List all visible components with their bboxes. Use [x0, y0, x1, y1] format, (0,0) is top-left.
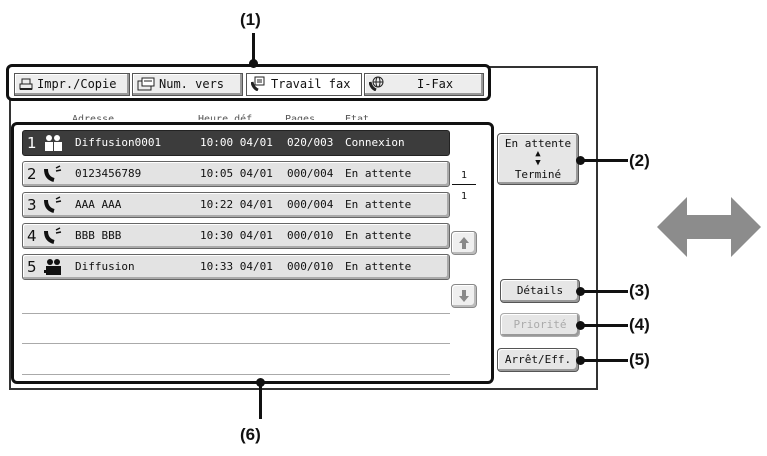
page-total: 1	[460, 191, 468, 202]
job-time: 10:33 04/01	[200, 260, 273, 273]
empty-row-divider	[22, 313, 450, 314]
details-button[interactable]: Détails	[500, 279, 580, 303]
leader-dot-4	[576, 321, 585, 330]
job-status: En attente	[345, 198, 412, 211]
job-row[interactable]: 4 BBB BBB 10:30 04/01 000/010 En attente	[22, 223, 450, 249]
scan-icon	[137, 77, 155, 91]
leader-dot-3	[576, 287, 585, 296]
page-divider	[452, 184, 476, 185]
job-pages: 000/004	[287, 198, 334, 211]
job-number: 1	[27, 134, 37, 152]
job-time: 10:00 04/01	[200, 136, 273, 149]
leader-line-1	[252, 33, 255, 63]
fax-icon	[250, 76, 265, 92]
column-header-pages: Pages	[285, 114, 316, 120]
job-time: 10:05 04/01	[200, 167, 273, 180]
fax-icon	[43, 196, 63, 223]
tab-scan-send[interactable]: Num. vers	[132, 73, 243, 96]
callout-6: (6)	[240, 425, 261, 444]
leader-line-6	[259, 382, 262, 419]
tab-print-copy[interactable]: Impr./Copie	[14, 73, 130, 96]
empty-row-divider	[22, 343, 450, 344]
arrow-down-icon	[459, 290, 469, 302]
internet-fax-icon	[368, 76, 384, 92]
leader-line-5	[580, 359, 628, 362]
callout-2: (2)	[629, 151, 650, 170]
leader-line-3	[580, 290, 628, 293]
empty-row-divider	[22, 374, 450, 375]
job-status: En attente	[345, 167, 412, 180]
tab-label: Impr./Copie	[37, 77, 117, 91]
job-row[interactable]: 1 Diffusion0001 10:00 04/01 020/003 Conn…	[22, 130, 450, 156]
job-address: BBB BBB	[75, 229, 122, 242]
job-status: En attente	[345, 260, 412, 273]
job-address: 0123456789	[75, 167, 142, 180]
job-row[interactable]: 5 Diffusion 10:33 04/01 000/010 En atten…	[22, 254, 450, 280]
job-status: En attente	[345, 229, 412, 242]
job-pages: 000/010	[287, 260, 334, 273]
tab-label: I-Fax	[417, 77, 454, 91]
priority-button[interactable]: Priorité	[500, 313, 580, 337]
leader-line-2	[580, 159, 628, 162]
leader-dot-1	[249, 59, 258, 68]
job-number: 2	[27, 165, 37, 183]
column-header-status: Etat	[345, 114, 370, 120]
broadcast-icon	[43, 134, 63, 161]
job-status: Connexion	[345, 136, 405, 149]
job-number: 5	[27, 258, 37, 276]
job-number: 4	[27, 227, 37, 245]
tab-label: Travail fax	[271, 77, 351, 91]
fax-icon	[43, 165, 63, 192]
job-row[interactable]: 3 AAA AAA 10:22 04/01 000/004 En attente	[22, 192, 450, 218]
column-header-time: Heure déf.	[198, 114, 259, 120]
leader-dot-2	[576, 156, 585, 165]
stop-delete-button[interactable]: Arrêt/Eff.	[497, 348, 579, 372]
printer-icon	[19, 78, 33, 90]
job-list: 1 Diffusion0001 10:00 04/01 020/003 Conn…	[11, 122, 494, 384]
broadcast-icon	[43, 258, 63, 285]
toggle-swap-icon: ▲▼	[535, 149, 541, 168]
job-row[interactable]: 2 0123456789 10:05 04/01 000/004 En atte…	[22, 161, 450, 187]
arrow-up-icon	[459, 237, 469, 249]
leader-dot-6	[256, 378, 265, 387]
job-time: 10:22 04/01	[200, 198, 273, 211]
job-pages: 020/003	[287, 136, 334, 149]
job-pages: 000/010	[287, 229, 334, 242]
job-number: 3	[27, 196, 37, 214]
job-pages: 000/004	[287, 167, 334, 180]
callout-1: (1)	[240, 10, 261, 29]
tab-fax-job[interactable]: Travail fax	[246, 73, 362, 96]
column-header-address: Adresse	[72, 114, 115, 120]
job-address: Diffusion0001	[75, 136, 162, 149]
toggle-pending-label: En attente	[504, 137, 572, 150]
status-toggle-button[interactable]: En attente ▲▼ Terminé	[497, 133, 579, 185]
callout-5: (5)	[629, 350, 650, 369]
double-arrow-icon	[657, 197, 761, 257]
scroll-down-button[interactable]	[451, 284, 477, 308]
leader-line-4	[580, 324, 628, 327]
scroll-up-button[interactable]	[451, 231, 477, 255]
tab-label: Num. vers	[159, 77, 225, 91]
toggle-completed-label: Terminé	[514, 168, 562, 181]
job-address: Diffusion	[75, 260, 135, 273]
callout-3: (3)	[629, 281, 650, 300]
job-time: 10:30 04/01	[200, 229, 273, 242]
fax-icon	[43, 227, 63, 254]
page-current: 1	[460, 170, 468, 181]
tab-internet-fax[interactable]: I-Fax	[364, 73, 484, 96]
callout-4: (4)	[629, 315, 650, 334]
job-address: AAA AAA	[75, 198, 122, 211]
leader-dot-5	[576, 356, 585, 365]
